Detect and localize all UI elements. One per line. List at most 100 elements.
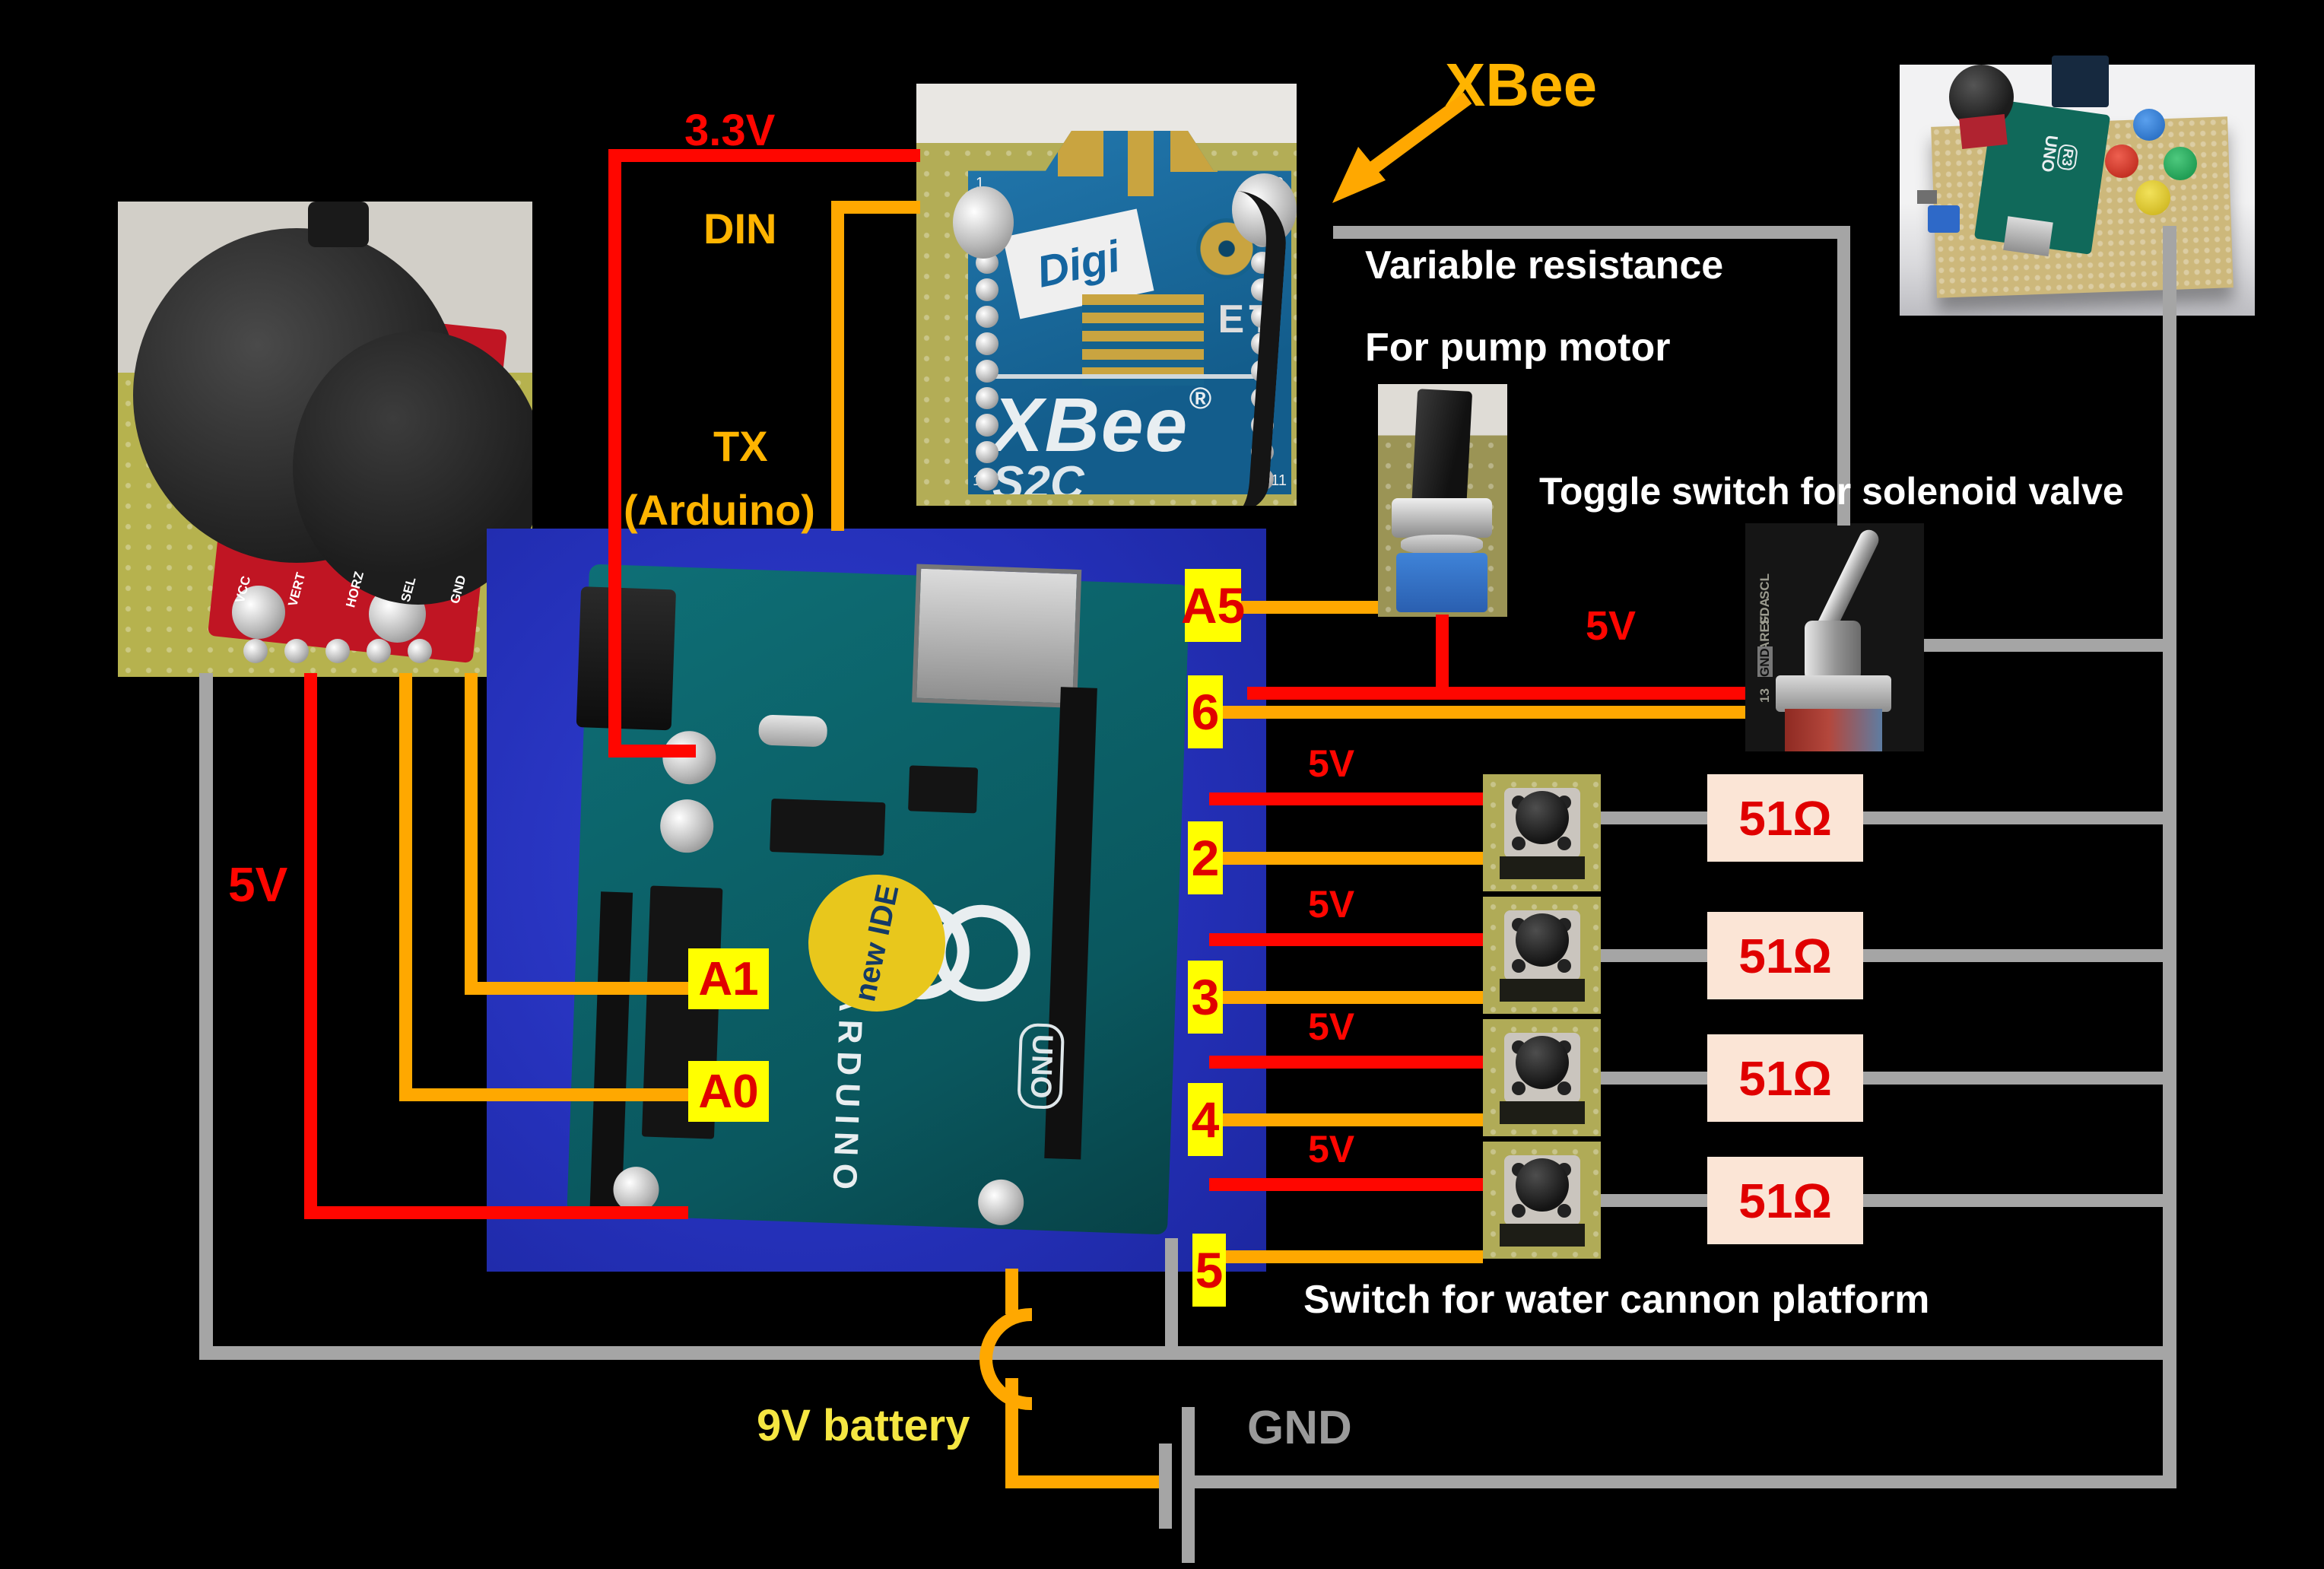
wire-din-horizontal — [831, 201, 920, 214]
wire-button3-5v — [1209, 1056, 1483, 1069]
toggle-hex-plate — [1776, 675, 1891, 712]
mini-pot — [1928, 205, 1960, 233]
label-5v-button4: 5V — [1308, 1128, 1355, 1170]
usb-port — [912, 564, 1082, 708]
mini-xbee — [2052, 56, 2109, 107]
wire-joystick-a0-vertical — [399, 673, 412, 1101]
pin-label-2: 2 — [1188, 821, 1223, 894]
pin-label-a5: A5 — [1181, 569, 1245, 642]
label-xbee: XBee — [1445, 51, 1598, 119]
xbee-arrow-icon — [1332, 92, 1472, 203]
toggle-body — [1785, 709, 1882, 751]
wire-battery-vertical-upper — [1005, 1269, 1018, 1314]
wire-button2-resistor — [1601, 949, 1707, 962]
arduino-brand-text: ARDUINO — [825, 986, 870, 1198]
label-5v-button3: 5V — [1308, 1005, 1355, 1048]
wire-d2-button1 — [1223, 852, 1483, 865]
joystick-pin-row — [243, 639, 471, 669]
label-tx: TX — [713, 422, 768, 470]
gnd-symbol-short-bar — [1159, 1444, 1172, 1529]
arduino-model-text: UNO — [1017, 1022, 1065, 1110]
xbee-logo-text: XBee® — [992, 382, 1213, 468]
gnd-symbol-tall-bar — [1182, 1407, 1195, 1563]
xbee-photo: Digi ET XBee® S2C 2 STM-5 94V-0 1 20 10 … — [916, 84, 1297, 506]
button-photo-1 — [1483, 774, 1601, 891]
wire-d5-button4 — [1226, 1250, 1483, 1263]
label-din: DIN — [703, 205, 777, 253]
label-5v-button2: 5V — [1308, 883, 1355, 926]
pin-label-6: 6 — [1188, 675, 1223, 748]
wire-joystick-gnd-vertical — [199, 673, 213, 1359]
resistor-51ohm-1: 51Ω — [1707, 774, 1863, 862]
label-9v-battery: 9V battery — [757, 1401, 970, 1450]
joystick-photo: VCC VERT HORZ SEL GND — [118, 202, 532, 677]
label-gnd: GND — [1247, 1402, 1352, 1454]
button-photo-4 — [1483, 1142, 1601, 1259]
label-tx-arduino: (Arduino) — [624, 486, 815, 534]
wire-battery-hop-arc — [979, 1308, 1032, 1410]
wire-button1-resistor — [1601, 811, 1707, 824]
label-5v-toggle: 5V — [1586, 603, 1637, 649]
wire-resistor2-bus — [1863, 949, 2163, 962]
pot-hex-nut — [1392, 498, 1492, 538]
label-var-res-line1: Variable resistance — [1365, 243, 1724, 287]
label-var-res-line2: For pump motor — [1365, 326, 1671, 370]
wire-battery-horizontal — [1005, 1475, 1159, 1488]
mini-button-blue — [2133, 109, 2165, 141]
resistor-51ohm-2: 51Ω — [1707, 912, 1863, 999]
wire-din-tx-vertical — [831, 201, 844, 531]
wire-a5-pot — [1241, 601, 1378, 614]
barrel-jack — [576, 586, 677, 731]
pin-label-a0: A0 — [688, 1061, 769, 1122]
wire-3v3-horizontal — [608, 149, 920, 162]
pin-label-5: 5 — [1192, 1234, 1226, 1307]
xbee-antenna-wire — [1156, 186, 1290, 506]
wire-arduino-gnd-drop — [1165, 1238, 1178, 1346]
wire-ground-bottom-bus — [199, 1346, 2176, 1360]
wire-pot-5v-vertical — [1436, 615, 1449, 700]
wire-resistor1-bus — [1863, 811, 2163, 824]
pin-label-3: 3 — [1188, 961, 1223, 1034]
arduino-photo: ARDUINO UNO new IDE — [487, 529, 1266, 1272]
mini-button-red — [2105, 145, 2138, 178]
wire-button2-5v — [1209, 933, 1483, 946]
wire-toggle-gnd — [1924, 639, 2163, 652]
mini-button-yellow — [2135, 180, 2170, 215]
pot-body — [1396, 553, 1487, 612]
label-5v-joystick: 5V — [228, 857, 288, 912]
label-switch-platform: Switch for water cannon platform — [1303, 1278, 1930, 1322]
wire-button1-5v — [1209, 792, 1483, 805]
wire-joystick-5v-vertical — [304, 673, 317, 1219]
wire-joystick-a1-vertical — [465, 673, 478, 995]
label-5v-button1: 5V — [1308, 742, 1355, 785]
button-photo-3 — [1483, 1019, 1601, 1136]
wire-d3-button2 — [1223, 991, 1483, 1004]
wire-joystick-a1-horizontal — [465, 982, 688, 995]
toggle-switch-photo: SCL SDA AREF GND 13 — [1745, 523, 1924, 751]
wire-gnd-bottom-horizontal — [1195, 1475, 2176, 1488]
arduino-board: ARDUINO UNO new IDE — [567, 564, 1190, 1235]
wire-joystick-5v-horizontal — [304, 1206, 688, 1219]
wire-pot-gnd-vertical — [1837, 226, 1850, 526]
wire-d6-toggle — [1223, 706, 1745, 719]
wire-d4-button3 — [1223, 1113, 1483, 1126]
wire-right-gnd-bus — [2163, 226, 2176, 1488]
xbee-gold-pads — [1082, 294, 1204, 386]
wire-toggle-5v — [1247, 687, 1745, 700]
resistor-51ohm-3: 51Ω — [1707, 1034, 1863, 1122]
wire-resistor3-bus — [1863, 1072, 2163, 1085]
wire-joystick-a0-horizontal — [399, 1088, 688, 1101]
button-photo-2 — [1483, 897, 1601, 1014]
label-toggle-switch: Toggle switch for solenoid valve — [1539, 470, 2124, 513]
potentiometer-photo — [1378, 384, 1507, 617]
resistor-51ohm-4: 51Ω — [1707, 1157, 1863, 1244]
label-3v3: 3.3V — [684, 106, 776, 155]
pot-shaft — [1411, 389, 1473, 513]
pin-label-4: 4 — [1188, 1083, 1223, 1156]
xbee-series-text: S2C — [992, 457, 1084, 506]
wire-button4-resistor — [1601, 1194, 1707, 1207]
wire-pot-gnd-horizontal — [1333, 226, 1850, 239]
mini-button-green — [2164, 147, 2197, 180]
wire-button4-5v — [1209, 1178, 1483, 1191]
